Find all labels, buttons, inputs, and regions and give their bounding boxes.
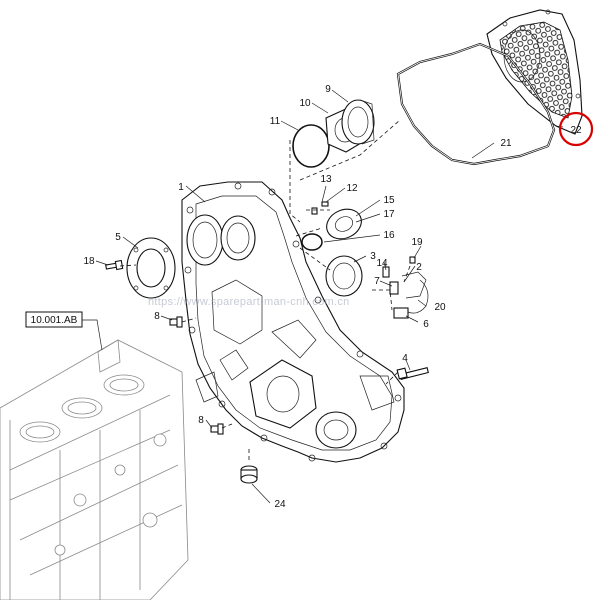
seal-9 [341,99,375,145]
cover-plate-15 [326,208,362,240]
callout-21[interactable]: 21 [500,138,512,149]
callout-3[interactable]: 3 [370,251,376,262]
callout-8-lower[interactable]: 8 [198,415,204,426]
plug-8-upper [169,316,183,328]
timing-gear-housing [181,181,405,463]
callout-11[interactable]: 11 [270,116,281,127]
housing-bolt-holes [184,182,402,462]
callout-labels: 1 2 3 4 5 6 7 8 8 9 10 11 12 13 14 15 16… [83,84,582,510]
callout-8-upper[interactable]: 8 [154,311,160,322]
callout-10[interactable]: 10 [299,98,311,109]
callout-16[interactable]: 16 [383,230,395,241]
seal-ring-11 [292,124,330,168]
cover-gasket-21 [396,42,556,166]
callout-7[interactable]: 7 [374,276,380,287]
callout-19[interactable]: 19 [411,237,423,248]
callout-1[interactable]: 1 [178,182,184,193]
seal-3 [325,255,363,297]
callout-5[interactable]: 5 [115,232,121,243]
plug-24 [240,465,258,484]
engine-block-ghost [0,339,189,601]
callout-15[interactable]: 15 [383,195,395,206]
watermark: https://www.sparepart-man-cnh.com.cn [148,296,350,308]
reference-link-10-001-ab[interactable]: 10.001.AB [25,311,103,351]
cylinder-bores [19,374,145,443]
callout-14[interactable]: 14 [376,258,388,269]
reference-label[interactable]: 10.001.AB [31,315,78,326]
callout-12[interactable]: 12 [346,183,358,194]
callout-20[interactable]: 20 [434,302,446,313]
callout-22[interactable]: 22 [570,125,582,136]
sensor-assembly [382,256,429,319]
callout-4[interactable]: 4 [402,353,408,364]
callout-9[interactable]: 9 [325,84,331,95]
o-ring-16 [301,233,323,251]
callout-24[interactable]: 24 [274,499,286,510]
flywheel-cover-22 [486,9,583,135]
highlight-circle-22 [558,111,594,147]
callout-2[interactable]: 2 [416,262,422,273]
assembly-dash-lines [119,119,411,460]
stud-4 [396,367,429,380]
flange-5 [126,237,176,299]
callout-leaders [95,89,564,504]
bolt-18 [105,259,124,271]
callout-6[interactable]: 6 [423,319,429,330]
callout-18[interactable]: 18 [83,256,95,267]
bolts-12-13 [311,201,329,215]
plug-8-lower [210,423,224,435]
callout-13[interactable]: 13 [320,174,332,185]
callout-17[interactable]: 17 [383,209,395,220]
